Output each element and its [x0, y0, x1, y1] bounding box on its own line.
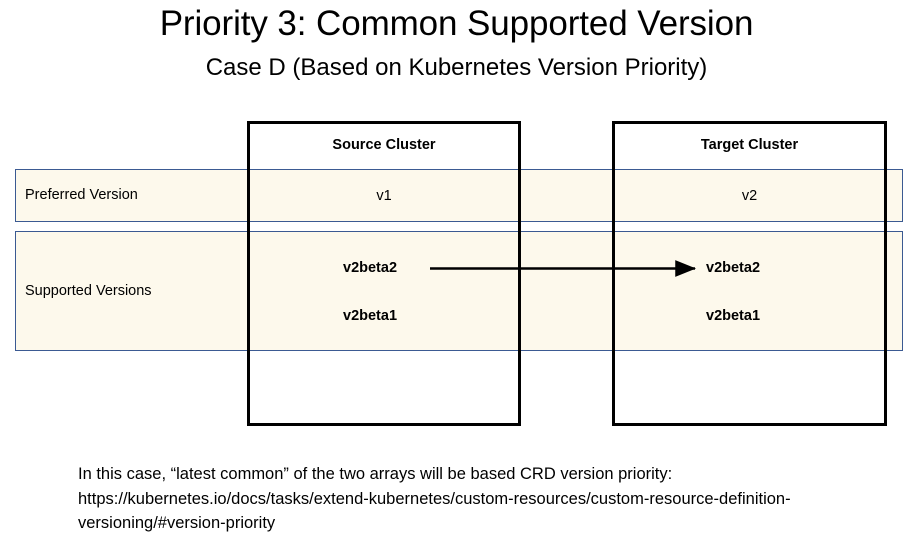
page-subtitle: Case D (Based on Kubernetes Version Prio…: [205, 54, 708, 81]
row-label-preferred-version: Preferred Version: [25, 187, 138, 203]
row-band-preferred-version: [15, 169, 903, 222]
supported-version-source-item-1: v2beta1: [343, 308, 398, 324]
supported-version-target-item-0: v2beta2: [706, 260, 761, 276]
target-cluster-box: [612, 121, 887, 426]
preferred-version-source-value: v1: [376, 188, 392, 204]
preferred-version-target-value: v2: [741, 188, 758, 204]
row-band-supported-versions: [15, 231, 903, 351]
source-cluster-box: [247, 121, 521, 426]
source-cluster-header: Source Cluster: [332, 137, 436, 153]
target-cluster-header: Target Cluster: [700, 137, 799, 153]
supported-version-target-item-1: v2beta1: [706, 308, 761, 324]
row-label-supported-versions: Supported Versions: [25, 283, 152, 299]
page-title: Priority 3: Common Supported Version: [159, 4, 754, 43]
footnote-text: In this case, “latest common” of the two…: [78, 465, 791, 532]
supported-version-source-item-0: v2beta2: [343, 260, 398, 276]
